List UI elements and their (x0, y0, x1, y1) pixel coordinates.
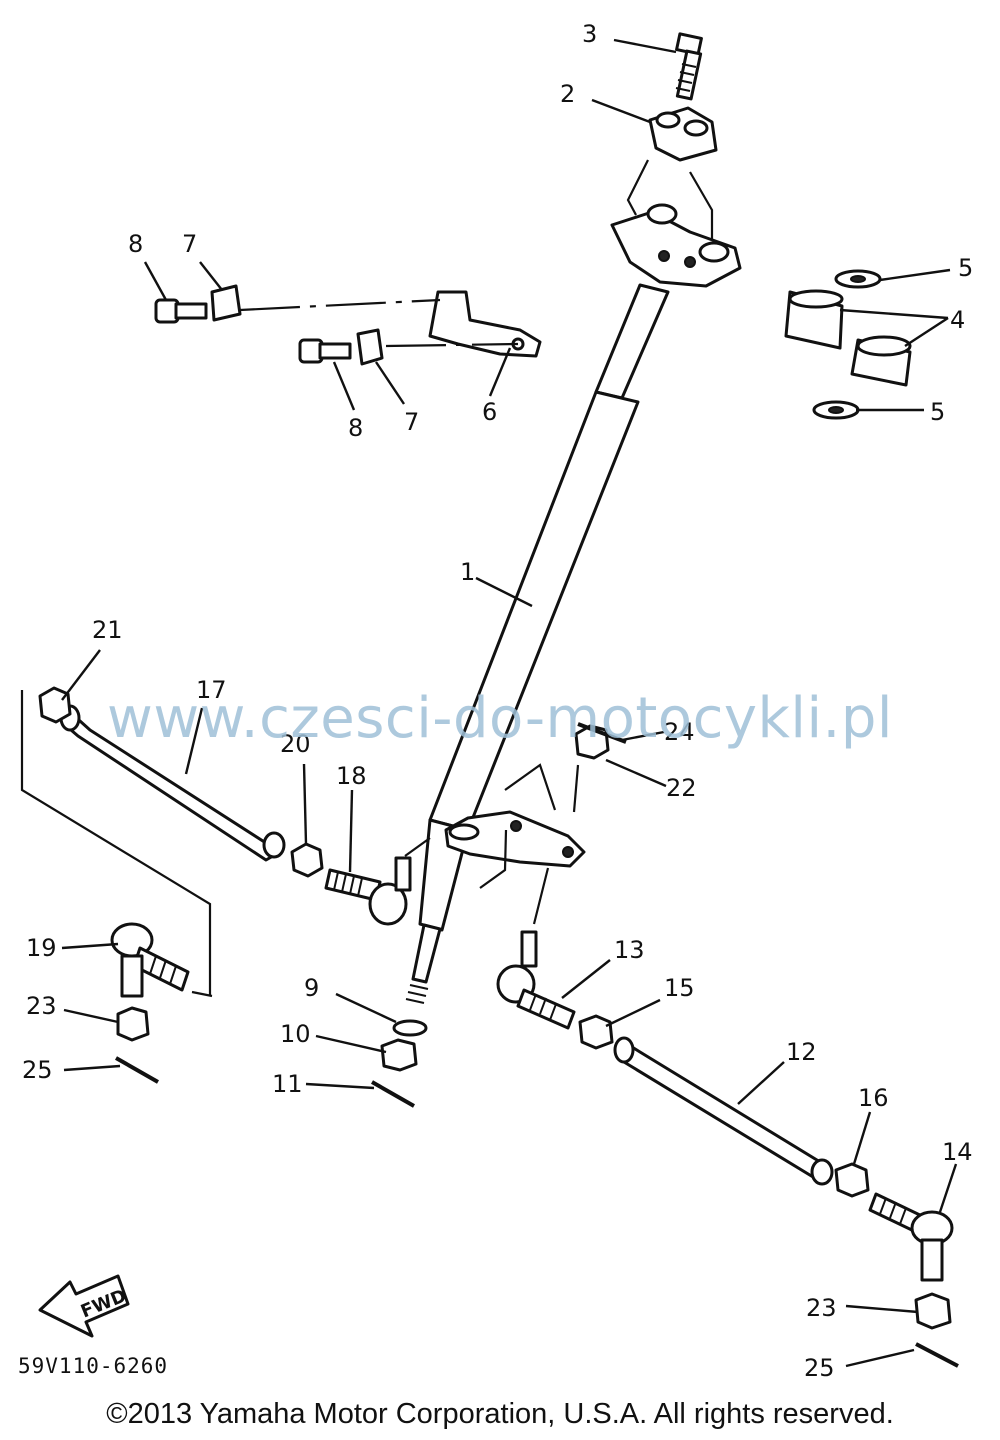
callout-23: 23 (806, 1294, 837, 1322)
callout-11: 11 (272, 1070, 303, 1098)
callout-10: 10 (280, 1020, 311, 1048)
right-cotter-pin (915, 1342, 959, 1368)
callout-18: 18 (336, 762, 367, 790)
callout-1: 1 (460, 558, 475, 586)
left-cotter-pin (115, 1056, 159, 1084)
callout-23: 23 (26, 992, 57, 1020)
left-castle-nut (116, 1006, 150, 1042)
right-rod-nut (834, 1162, 870, 1198)
callout-13: 13 (614, 936, 645, 964)
callout-8: 8 (348, 414, 363, 442)
shaft-washer (392, 1019, 428, 1037)
shaft-castle-nut (380, 1038, 418, 1072)
copyright-notice: ©2013 Yamaha Motor Corporation, U.S.A. A… (106, 1398, 894, 1430)
callout-22: 22 (666, 774, 697, 802)
steering-arm (428, 290, 542, 358)
outer-tie-rod-end-right (868, 1192, 954, 1282)
callout-8: 8 (128, 230, 143, 258)
right-rod-lock-nut (578, 1014, 614, 1050)
steering-shaft (405, 283, 670, 1004)
lock-washers (210, 284, 384, 366)
lower-shaft-bracket (444, 810, 586, 868)
callout-12: 12 (786, 1038, 817, 1066)
inner-tie-rod-end-left (324, 856, 412, 926)
callout-5: 5 (958, 254, 973, 282)
inner-tie-rod-end-right (496, 930, 576, 1030)
callout-17: 17 (196, 676, 227, 704)
callout-3: 3 (582, 20, 597, 48)
callout-labels: 3 2 8 7 5 4 5 8 7 6 1 21 17 24 20 18 22 … (22, 20, 973, 1382)
callout-4: 4 (950, 306, 965, 334)
callout-24: 24 (664, 718, 695, 746)
bracket-cotter-pin (577, 722, 627, 744)
forward-direction-arrow: FWD (38, 1274, 130, 1338)
callout-16: 16 (858, 1084, 889, 1112)
callout-25: 25 (804, 1354, 835, 1382)
callout-21: 21 (92, 616, 123, 644)
steering-bushings (784, 289, 912, 387)
callout-7: 7 (182, 230, 197, 258)
callout-9: 9 (304, 974, 319, 1002)
upper-shaft-bracket (610, 203, 742, 288)
steering-shaft-clamp (648, 106, 718, 162)
callout-6: 6 (482, 398, 497, 426)
callout-2: 2 (560, 80, 575, 108)
right-tie-rod (613, 1036, 834, 1186)
callout-19: 19 (26, 934, 57, 962)
callout-15: 15 (664, 974, 695, 1002)
left-rod-nut (38, 686, 72, 724)
callout-20: 20 (280, 730, 311, 758)
left-tie-rod (59, 704, 286, 862)
right-castle-nut (914, 1292, 952, 1330)
callout-7: 7 (404, 408, 419, 436)
shaft-thread (405, 984, 429, 1004)
callout-14: 14 (942, 1138, 973, 1166)
diagram-code: 59V110-6260 (18, 1354, 169, 1378)
callout-5: 5 (930, 398, 945, 426)
arm-bolts (154, 298, 352, 364)
outer-tie-rod-end-left (110, 922, 190, 998)
shaft-cotter-pin (371, 1080, 415, 1108)
clamp-bolt (675, 32, 703, 101)
leader-lines (61, 38, 958, 1368)
left-rod-lock-nut (290, 842, 324, 878)
callout-25: 25 (22, 1056, 53, 1084)
